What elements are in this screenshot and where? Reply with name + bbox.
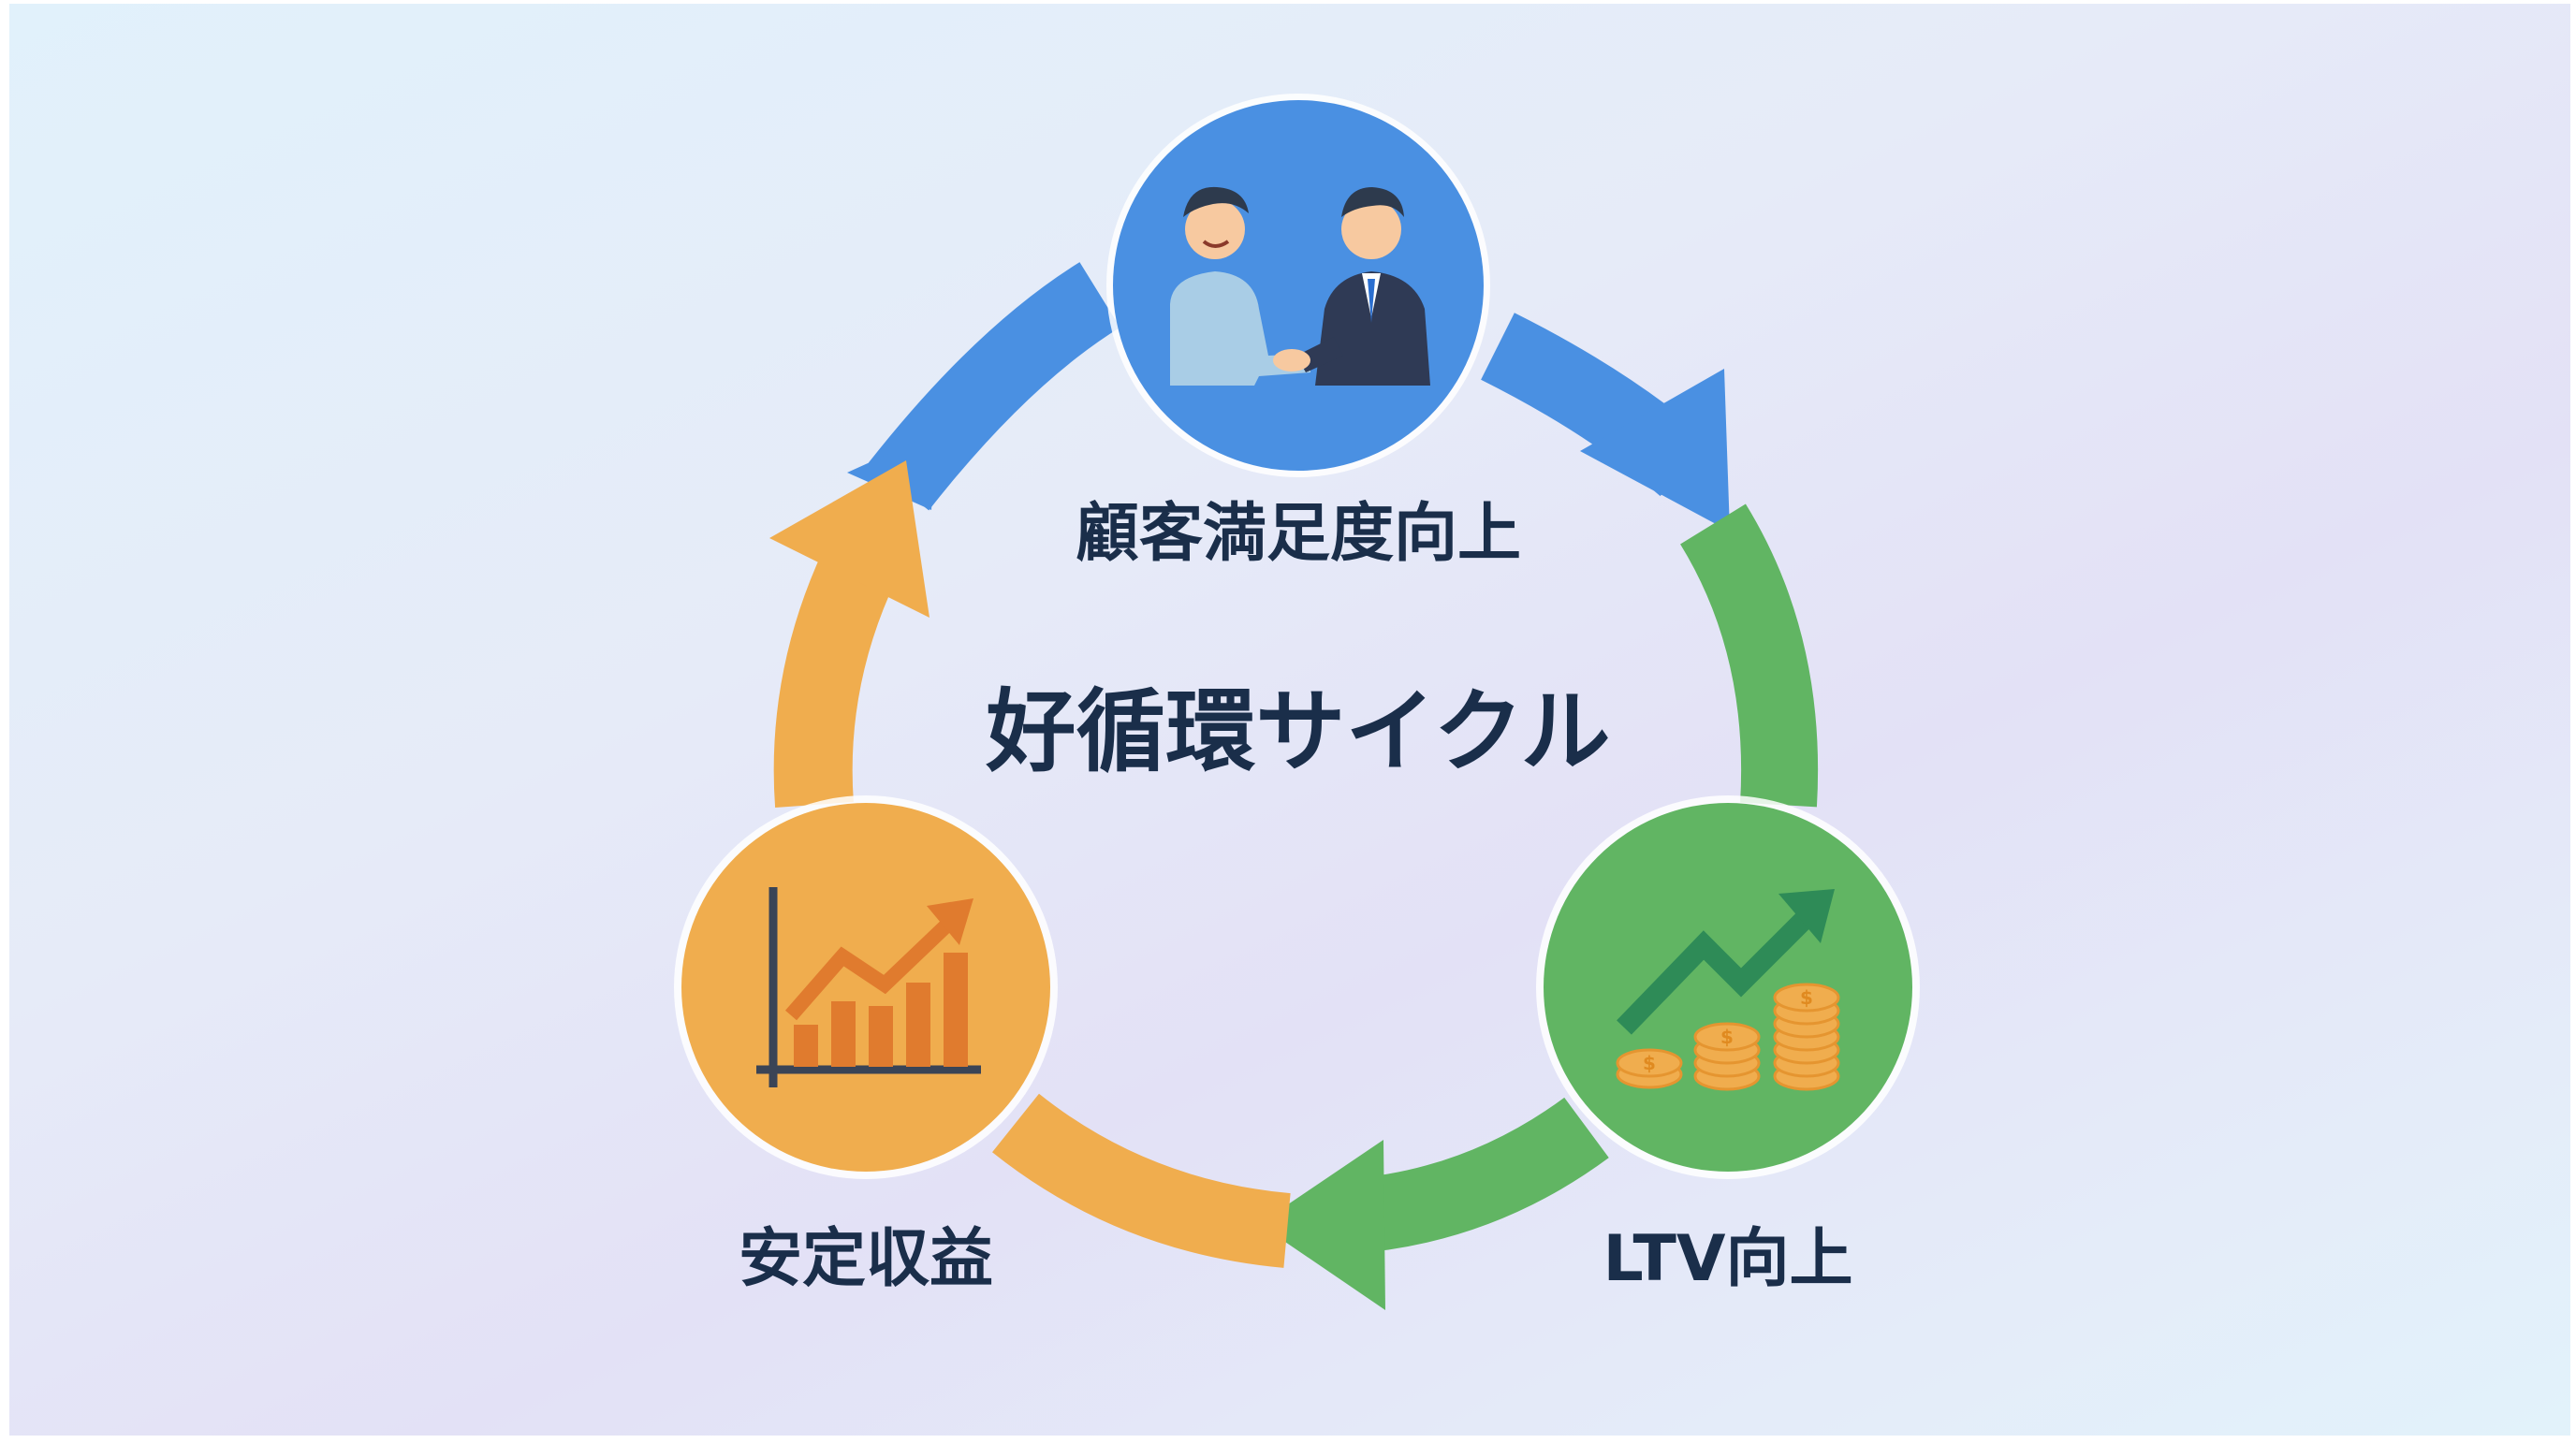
coins-growth-icon: $ $ $: [1616, 889, 1840, 1091]
node-label-revenue: 安定収益: [739, 1222, 993, 1296]
svg-text:$: $: [1800, 986, 1813, 1009]
arrow-revenue-to-satisfaction: [769, 460, 929, 808]
arrow-ltv-right-side: [1679, 503, 1819, 808]
arrow-ltv-to-revenue: [1259, 1097, 1609, 1310]
node-revenue: [674, 795, 1058, 1179]
handshake-icon: [1170, 186, 1430, 386]
arrow-revenue-bottom: [992, 1093, 1291, 1268]
svg-text:$: $: [1643, 1052, 1656, 1074]
svg-text:$: $: [1720, 1026, 1734, 1048]
node-ltv: $ $ $: [1536, 795, 1920, 1179]
bar-chart-growth-icon: [756, 887, 981, 1087]
node-label-ltv: LTV向上: [1603, 1222, 1852, 1296]
center-title: 好循環サイクル: [985, 679, 1610, 784]
node-satisfaction: [1106, 94, 1490, 477]
node-label-satisfaction: 顧客満足度向上: [1076, 497, 1521, 571]
arrow-satisfaction-to-ltv: [1481, 313, 1730, 532]
